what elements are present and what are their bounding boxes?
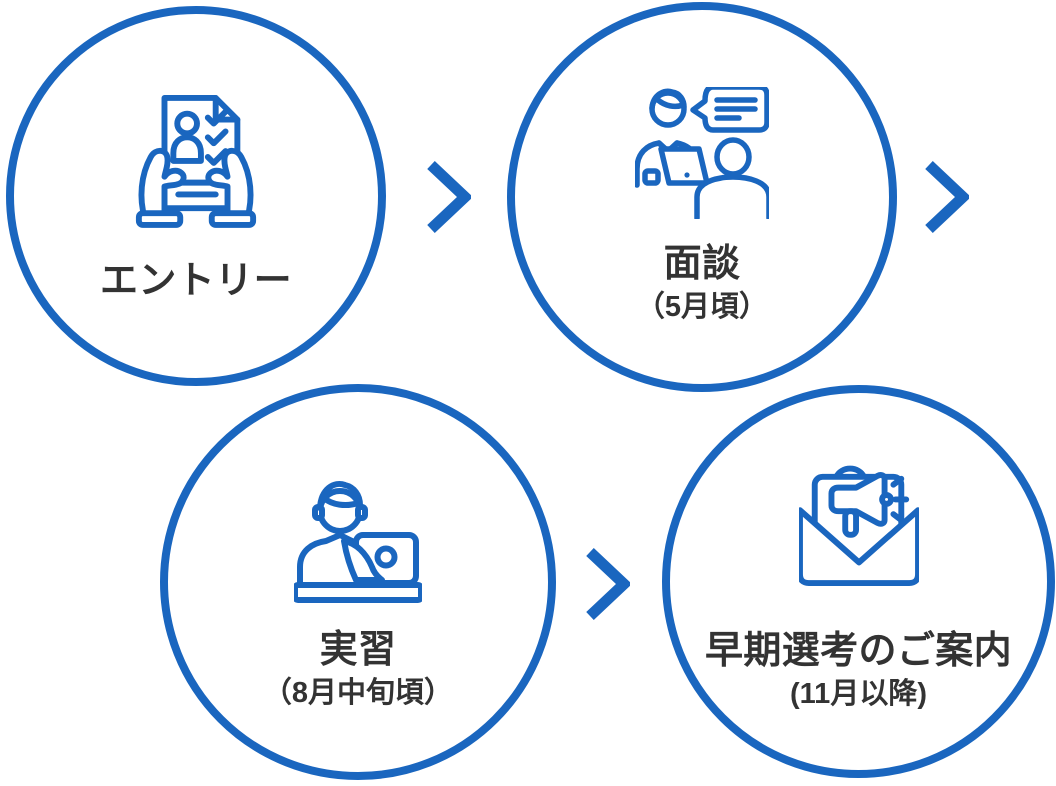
chevron-right-icon	[586, 547, 633, 626]
step-circle-announcement: 早期選考のご案内 (11月以降)	[662, 385, 1055, 778]
interview-icon	[635, 87, 769, 219]
step-label: 実習	[319, 629, 397, 671]
chevron-right-icon	[925, 160, 972, 239]
step-circle-interview: 面談 （5月頃）	[507, 2, 897, 392]
step-label: 面談	[663, 243, 741, 285]
step-circle-entry: エントリー	[6, 6, 386, 386]
step-sublabel: (11月以降)	[790, 678, 927, 710]
step-sublabel: （5月頃）	[635, 291, 769, 323]
step-circle-training: 実習 （8月中旬頃）	[160, 384, 556, 780]
entry-form-icon	[131, 88, 261, 228]
step-sublabel: （8月中旬頃）	[262, 677, 454, 709]
laptop-work-icon	[294, 475, 422, 603]
chevron-right-icon	[427, 160, 474, 239]
step-label: エントリー	[100, 260, 292, 302]
step-label: 早期選考のご案内	[704, 630, 1013, 672]
announcement-mail-icon	[798, 464, 919, 586]
